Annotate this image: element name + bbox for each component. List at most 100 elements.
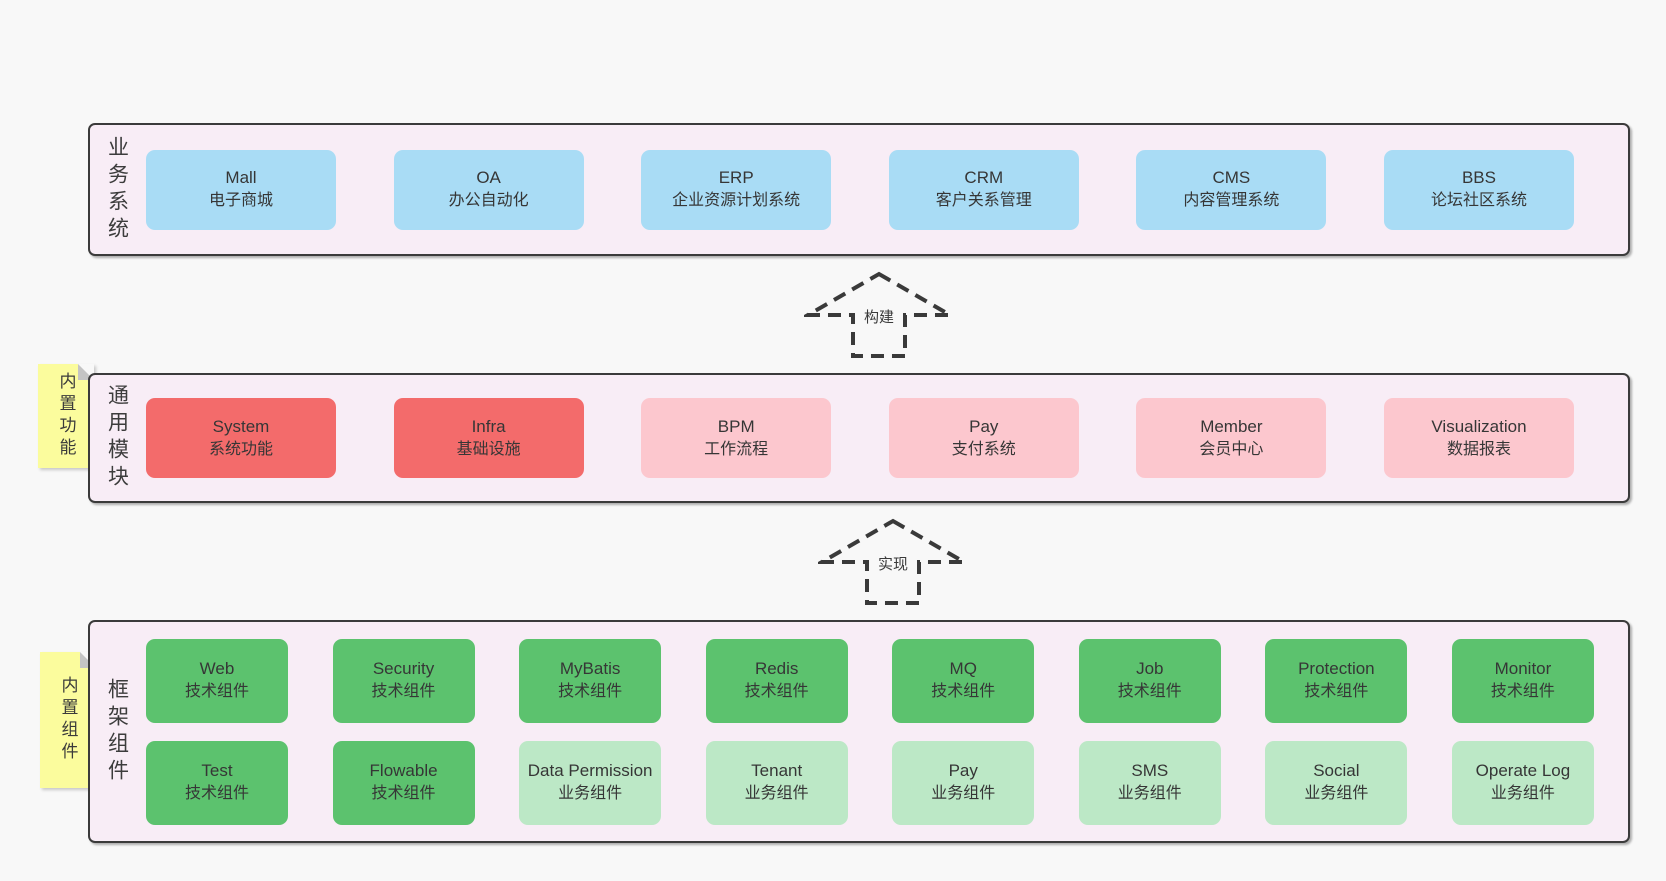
box-flowable: Flowable 技术组件 — [332, 740, 475, 825]
box-protection: Protection 技术组件 — [1265, 638, 1408, 723]
sticky-note-label: 内置组件 — [58, 676, 78, 764]
box-subtitle: 技术组件 — [931, 683, 996, 701]
box-mq: MQ 技术组件 — [892, 638, 1035, 723]
box-cms: CMS 内容管理系统 — [1136, 149, 1327, 230]
box-subtitle: 业务组件 — [1117, 785, 1182, 803]
box-subtitle: 业务组件 — [558, 785, 623, 803]
box-bpm: BPM 工作流程 — [641, 398, 832, 478]
box-title: Security — [372, 659, 435, 679]
box-title: SMS — [1131, 761, 1169, 781]
box-job: Job 技术组件 — [1078, 638, 1221, 723]
box-subtitle: 技术组件 — [558, 683, 623, 701]
box-title: Tenant — [751, 761, 803, 781]
band-label: 框架组件 — [105, 677, 129, 786]
sticky-note-label: 内置功能 — [56, 372, 76, 460]
arrow-build: 构建 — [800, 270, 958, 360]
box-bbs: BBS 论坛社区系统 — [1383, 149, 1574, 230]
box-title: OA — [476, 168, 501, 188]
box-title: Member — [1200, 416, 1263, 436]
box-pay: Pay 业务组件 — [892, 740, 1035, 825]
box-subtitle: 论坛社区系统 — [1430, 192, 1527, 210]
box-title: Social — [1313, 761, 1360, 781]
box-pay: Pay 支付系统 — [888, 398, 1079, 478]
box-subtitle: 会员中心 — [1199, 440, 1264, 458]
arrow-implement: 实现 — [814, 517, 972, 607]
box-subtitle: 基础设施 — [456, 440, 521, 458]
box-tenant: Tenant 业务组件 — [705, 740, 848, 825]
box-subtitle: 业务组件 — [931, 785, 996, 803]
box-title: BBS — [1461, 168, 1496, 188]
box-web: Web 技术组件 — [146, 638, 288, 723]
box-subtitle: 业务组件 — [744, 785, 809, 803]
box-data-permission: Data Permission 业务组件 — [519, 740, 662, 825]
box-subtitle: 客户关系管理 — [935, 192, 1032, 210]
box-subtitle: 技术组件 — [744, 683, 809, 701]
box-security: Security 技术组件 — [332, 638, 475, 723]
box-title: Infra — [471, 416, 506, 436]
box-sms: SMS 业务组件 — [1078, 740, 1221, 825]
box-operate-log: Operate Log 业务组件 — [1451, 740, 1594, 825]
box-title: Visualization — [1431, 416, 1527, 436]
box-title: Pay — [969, 416, 999, 436]
box-subtitle: 办公自动化 — [448, 192, 529, 210]
box-title: Flowable — [369, 761, 438, 781]
sticky-note-builtin-components: 内置组件 — [40, 652, 96, 788]
box-title: CMS — [1212, 168, 1251, 188]
box-title: MyBatis — [559, 659, 621, 679]
arrow-label: 构建 — [860, 306, 898, 327]
box-title: CRM — [964, 168, 1004, 188]
band-label: 通用模块 — [105, 384, 129, 492]
box-test: Test 技术组件 — [146, 740, 288, 825]
box-subtitle: 数据报表 — [1446, 440, 1511, 458]
box-title: Data Permission — [527, 761, 653, 781]
box-title: Redis — [754, 659, 799, 679]
box-title: Job — [1136, 659, 1164, 679]
box-title: System — [212, 416, 270, 436]
box-title: Web — [199, 659, 235, 679]
box-subtitle: 支付系统 — [951, 440, 1016, 458]
box-title: Operate Log — [1475, 761, 1571, 781]
box-title: MQ — [949, 659, 977, 679]
box-subtitle: 企业资源计划系统 — [672, 192, 801, 210]
box-subtitle: 技术组件 — [184, 683, 249, 701]
box-title: BPM — [717, 416, 755, 436]
box-subtitle: 技术组件 — [184, 785, 249, 803]
box-oa: OA 办公自动化 — [393, 149, 584, 230]
box-visualization: Visualization 数据报表 — [1383, 398, 1574, 478]
box-infra: Infra 基础设施 — [393, 398, 584, 478]
box-subtitle: 业务组件 — [1490, 785, 1555, 803]
box-subtitle: 内容管理系统 — [1183, 192, 1280, 210]
box-title: Mall — [225, 168, 257, 188]
box-title: Pay — [948, 761, 978, 781]
box-subtitle: 技术组件 — [371, 683, 436, 701]
box-title: ERP — [718, 168, 754, 188]
band-label: 业务系统 — [105, 135, 129, 244]
sticky-note-builtin-features: 内置功能 — [38, 364, 94, 468]
box-subtitle: 技术组件 — [371, 785, 436, 803]
box-mybatis: MyBatis 技术组件 — [519, 638, 662, 723]
box-subtitle: 工作流程 — [704, 440, 769, 458]
box-subtitle: 技术组件 — [1304, 683, 1369, 701]
box-crm: CRM 客户关系管理 — [888, 149, 1079, 230]
box-subtitle: 技术组件 — [1490, 683, 1555, 701]
box-title: Protection — [1298, 659, 1375, 679]
arrow-label: 实现 — [874, 553, 912, 574]
box-member: Member 会员中心 — [1136, 398, 1327, 478]
box-redis: Redis 技术组件 — [705, 638, 848, 723]
box-social: Social 业务组件 — [1265, 740, 1408, 825]
box-title: Test — [201, 761, 233, 781]
box-subtitle: 业务组件 — [1304, 785, 1369, 803]
box-subtitle: 技术组件 — [1117, 683, 1182, 701]
